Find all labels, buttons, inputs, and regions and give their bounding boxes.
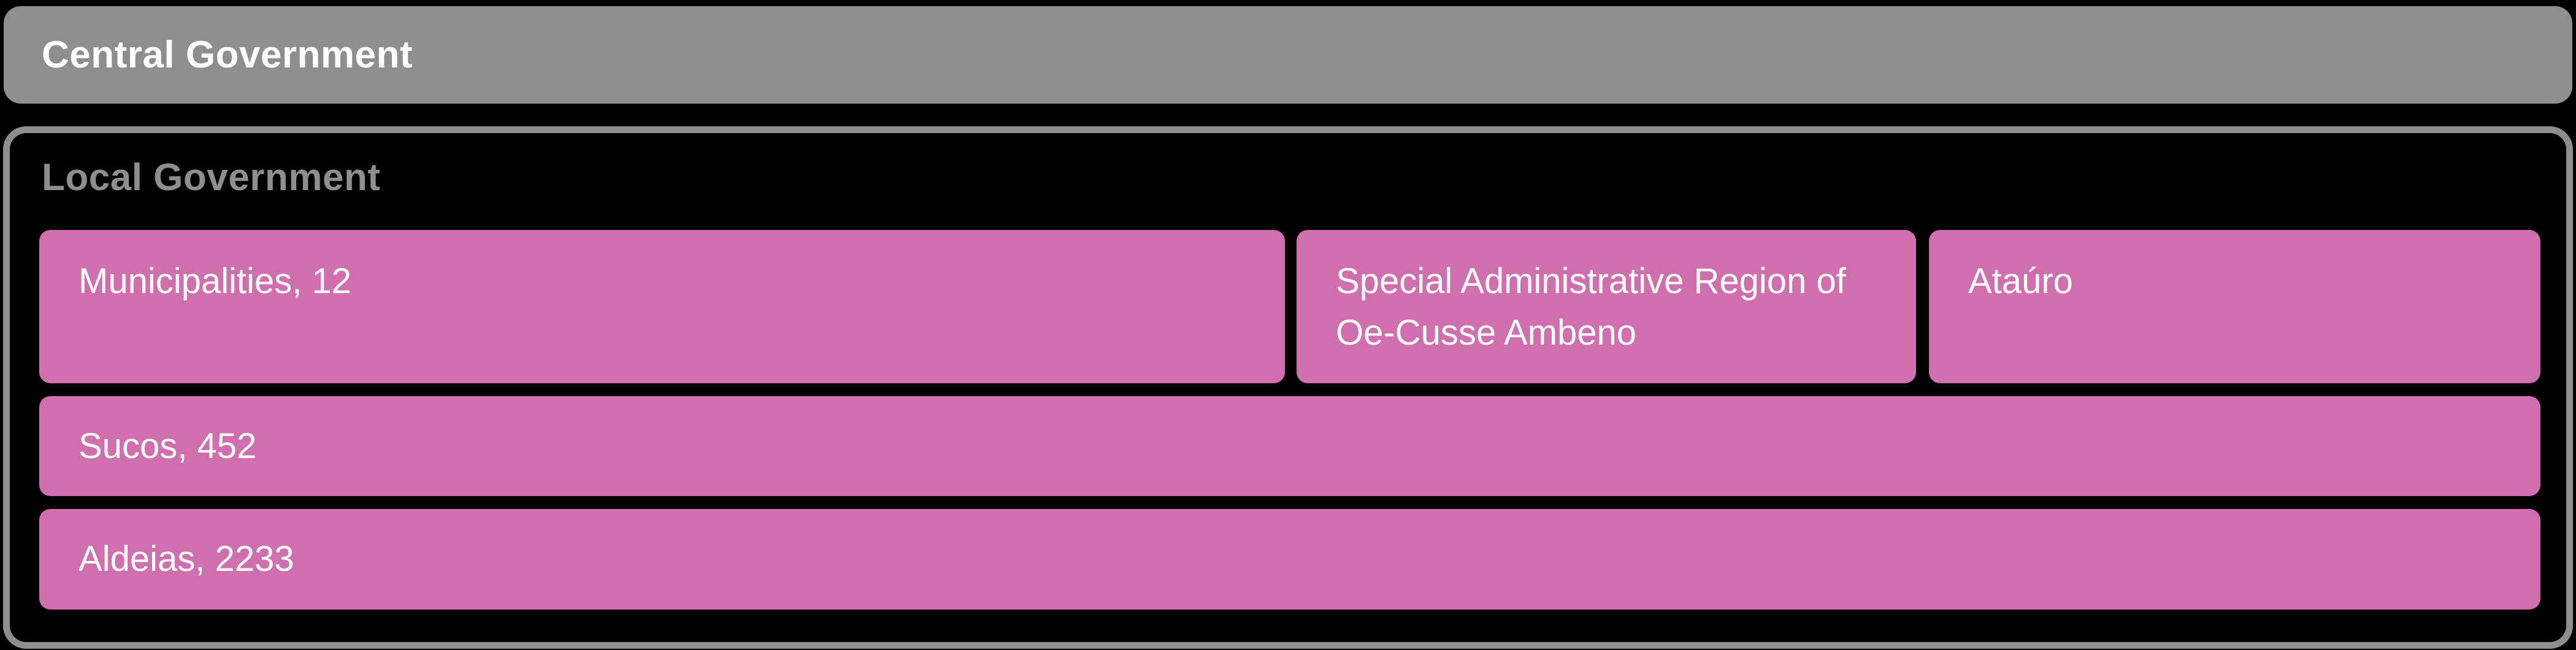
node-aldeias-label: Aldeias, 2233: [79, 539, 294, 579]
node-atauro: Ataúro: [1929, 230, 2540, 383]
node-municipalities: Municipalities, 12: [39, 230, 1285, 383]
node-aldeias: Aldeias, 2233: [39, 509, 2540, 610]
node-atauro-label: Ataúro: [1968, 261, 2073, 301]
node-sucos: Sucos, 452: [39, 396, 2540, 496]
node-special-administrative-region-label: Special Administrative Region of Oe-Cuss…: [1336, 261, 1846, 353]
local-government-heading: Local Government: [42, 156, 381, 199]
local-government-panel: Local Government Municipalities, 12 Spec…: [3, 126, 2573, 649]
central-government-bar: Central Government: [4, 6, 2572, 104]
node-municipalities-label: Municipalities, 12: [79, 261, 351, 301]
central-government-label: Central Government: [42, 34, 413, 76]
node-sucos-label: Sucos, 452: [79, 426, 257, 466]
node-special-administrative-region: Special Administrative Region of Oe-Cuss…: [1297, 230, 1916, 383]
